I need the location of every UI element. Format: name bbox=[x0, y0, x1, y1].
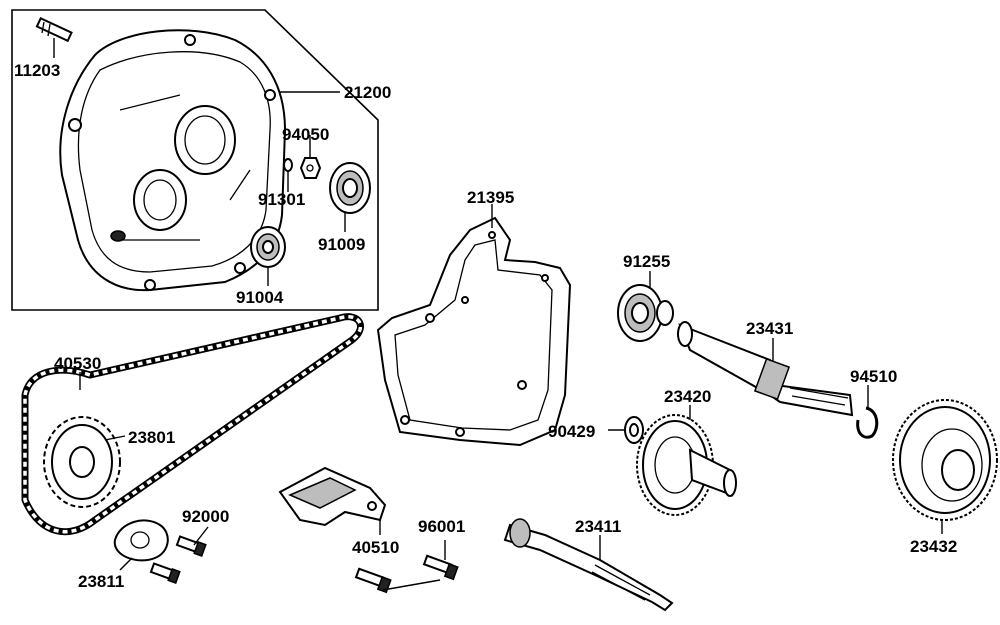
stud-11203[interactable] bbox=[35, 16, 73, 43]
label-40510: 40510 bbox=[352, 538, 399, 557]
label-21395: 21395 bbox=[467, 188, 514, 207]
label-40530: 40530 bbox=[54, 354, 101, 373]
gear-23432[interactable] bbox=[892, 399, 998, 521]
label-91009: 91009 bbox=[318, 235, 365, 254]
label-91255: 91255 bbox=[623, 252, 670, 271]
label-23811: 23811 bbox=[78, 572, 124, 591]
gasket-21395[interactable] bbox=[376, 216, 572, 447]
label-23420: 23420 bbox=[664, 387, 711, 406]
transmission-cover[interactable] bbox=[59, 29, 287, 292]
nut-94050[interactable] bbox=[299, 157, 322, 179]
leader-lines bbox=[53, 38, 943, 591]
label-23431: 23431 bbox=[746, 319, 793, 338]
bolt-92000-upper[interactable] bbox=[175, 535, 207, 557]
cover-group-frame bbox=[11, 9, 379, 311]
plate-23811[interactable] bbox=[113, 519, 169, 562]
label-23432: 23432 bbox=[910, 537, 957, 556]
label-94510: 94510 bbox=[850, 367, 897, 386]
bearing-91009[interactable] bbox=[329, 162, 371, 214]
sprocket-23801[interactable] bbox=[43, 416, 121, 508]
bearing-91004[interactable] bbox=[250, 226, 286, 268]
label-94050: 94050 bbox=[282, 125, 329, 144]
chain-guard-40510[interactable] bbox=[278, 466, 387, 527]
label-11203: 11203 bbox=[14, 61, 60, 80]
drive-chain-40530[interactable] bbox=[21, 313, 364, 536]
label-92000: 92000 bbox=[182, 507, 229, 526]
gear-23420[interactable] bbox=[636, 414, 737, 516]
circlip-94510[interactable] bbox=[856, 406, 879, 439]
label-21200: 21200 bbox=[344, 83, 391, 102]
label-23411: 23411 bbox=[575, 517, 621, 536]
bolt-92000-lower[interactable] bbox=[149, 562, 181, 584]
label-91004: 91004 bbox=[236, 288, 284, 307]
shaft-23431[interactable] bbox=[677, 321, 854, 417]
label-96001: 96001 bbox=[418, 517, 465, 536]
shaft-23411[interactable] bbox=[503, 518, 674, 612]
washer-90429[interactable] bbox=[624, 416, 644, 444]
label-23801: 23801 bbox=[128, 428, 175, 447]
label-91301: 91301 bbox=[258, 190, 305, 209]
washer-91301[interactable] bbox=[283, 158, 293, 172]
label-90429: 90429 bbox=[548, 422, 595, 441]
bolt-96001-right[interactable] bbox=[422, 554, 459, 581]
bolt-96001-left[interactable] bbox=[354, 567, 392, 594]
bearing-91255[interactable] bbox=[617, 284, 674, 342]
